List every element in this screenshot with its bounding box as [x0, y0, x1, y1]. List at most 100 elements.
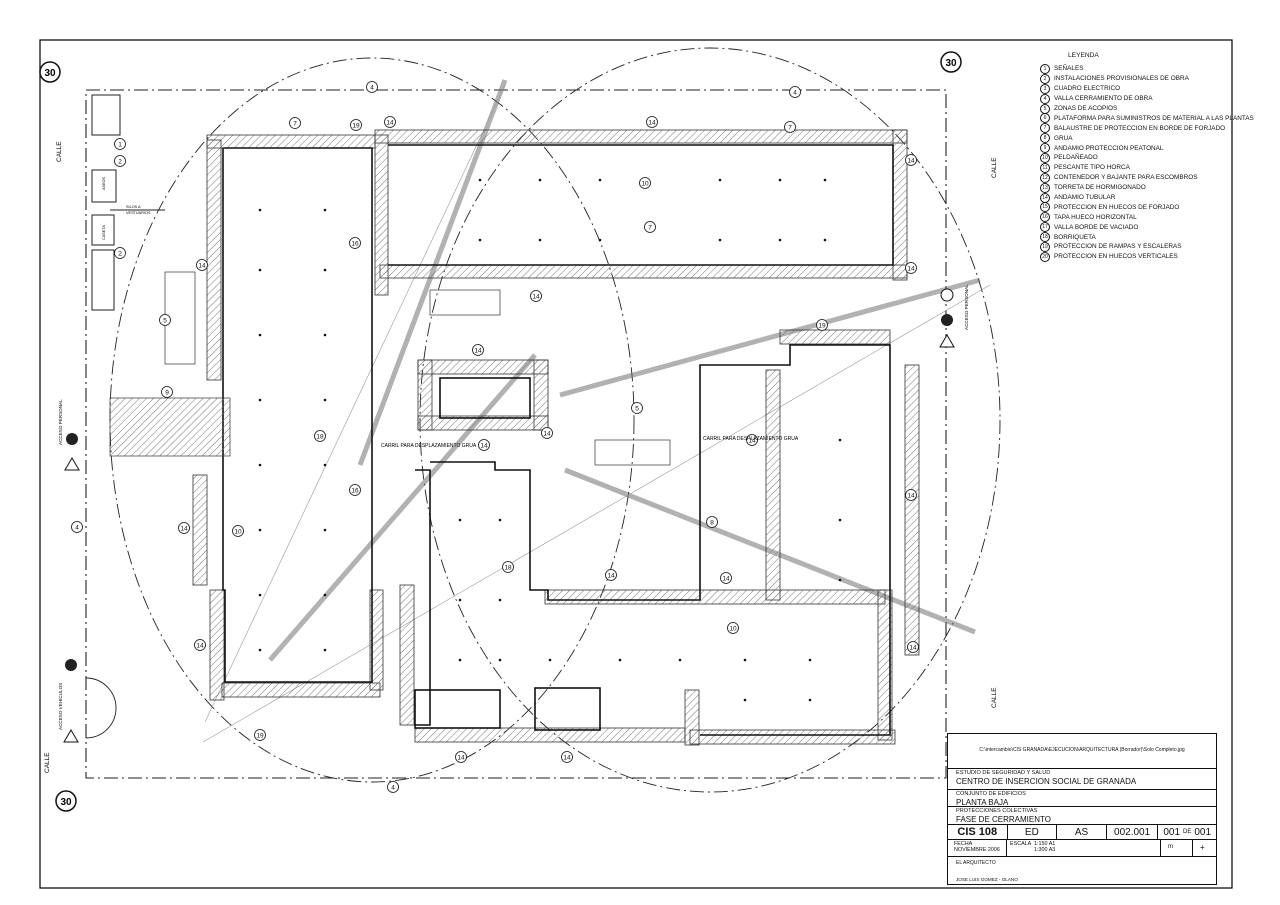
- legend-item: 14 ANDAMIO TUBULAR: [1040, 192, 1276, 203]
- escala-label: ESCALA: [1010, 841, 1032, 847]
- legend-item-label: PESCANTE TIPO HORCA: [1054, 164, 1130, 172]
- svg-text:2: 2: [118, 159, 122, 166]
- file-path: C:\intercambio\CIS GRANADA\EJECUCION\ARQ…: [979, 747, 1185, 753]
- svg-text:CARRIL PARA DESPLAZAMIENTO GRU: CARRIL PARA DESPLAZAMIENTO GRUA: [381, 443, 477, 449]
- legend-item-number: 14: [1040, 192, 1050, 203]
- doc-type: AS: [1057, 825, 1107, 839]
- street-labels: CALLE CALLE CALLE CALLE: [44, 141, 998, 773]
- legend-item-number: 2: [1040, 73, 1050, 84]
- architect-label: EL ARQUITECTO: [956, 860, 996, 866]
- callouts: 4 4 4 4 5 5 9 7 7 7 14 14 14 14 14 14 14…: [71, 81, 919, 793]
- legend-item: 10 PELDAÑEADO: [1040, 152, 1276, 163]
- svg-text:2: 2: [118, 251, 122, 258]
- legend-item-number: 20: [1040, 251, 1050, 262]
- svg-text:14: 14: [648, 120, 656, 127]
- safety-sign-icon: [63, 288, 955, 743]
- svg-text:7: 7: [648, 225, 652, 232]
- svg-text:10: 10: [234, 529, 242, 536]
- phase-name: FASE DE CERRAMIENTO: [956, 815, 1051, 824]
- legend-item-number: 11: [1040, 162, 1050, 173]
- legend-item-number: 7: [1040, 123, 1050, 134]
- svg-text:5: 5: [163, 318, 167, 325]
- svg-text:14: 14: [607, 573, 615, 580]
- legend-item-number: 13: [1040, 182, 1050, 193]
- floor-name: PLANTA BAJA: [956, 798, 1009, 807]
- study-row: ESTUDIO DE SEGURIDAD Y SALUD CENTRO DE I…: [948, 768, 1216, 786]
- discipline: ED: [1008, 825, 1058, 839]
- grid-markers: 30 30 30: [39, 51, 962, 812]
- legend-item-label: ANDAMIO TUBULAR: [1054, 194, 1116, 202]
- project-name: CENTRO DE INSERCION SOCIAL DE GRANADA: [956, 777, 1137, 786]
- legend-item-label: TAPA HUECO HORIZONTAL: [1054, 213, 1137, 221]
- column-grid-points: [258, 178, 842, 702]
- legend-title: LEYENDA: [1068, 52, 1099, 59]
- architect-name: JOSE LUIS GOMEZ - OLANO: [956, 877, 1018, 882]
- svg-text:18: 18: [504, 565, 512, 572]
- legend-item: 6 PLATAFORMA PARA SUMINISTROS DE MATERIAL…: [1040, 113, 1276, 124]
- svg-text:14: 14: [386, 120, 394, 127]
- svg-text:CALLE: CALLE: [44, 752, 51, 773]
- legend-item: 7 BALAUSTRE DE PROTECCION EN BORDE DE FOR…: [1040, 123, 1276, 134]
- legend-item-label: BORRIQUETA: [1054, 233, 1096, 241]
- legend-item-label: CONTENEDOR Y BAJANTE PARA ESCOMBROS: [1054, 174, 1198, 182]
- svg-text:ACCESO PERSONAL: ACCESO PERSONAL: [58, 399, 63, 445]
- fecha-label: FECHA: [954, 841, 973, 847]
- svg-text:14: 14: [543, 431, 551, 438]
- svg-text:4: 4: [793, 90, 797, 97]
- legend-item-label: ZONAS DE ACOPIOS: [1054, 105, 1118, 112]
- scale-a3: 1:300 A3: [1034, 847, 1056, 854]
- legend-item: 18 BORRIQUETA: [1040, 232, 1276, 243]
- svg-text:5: 5: [635, 406, 639, 413]
- set-row: CONJUNTO DE EDIFICIOS PLANTA BAJA: [948, 789, 1216, 807]
- vehicle-gate: [85, 677, 117, 739]
- legend-item-number: 18: [1040, 232, 1050, 243]
- file-path-row: C:\intercambio\CIS GRANADA\EJECUCION\ARQ…: [948, 734, 1216, 768]
- legend-item-number: 9: [1040, 143, 1050, 154]
- svg-text:4: 4: [75, 525, 79, 532]
- svg-text:10: 10: [641, 181, 649, 188]
- legend-item-number: 15: [1040, 202, 1050, 213]
- legend-item-label: BALAUSTRE DE PROTECCION EN BORDE DE FORJ…: [1054, 124, 1226, 132]
- sheet-index: 001: [1163, 826, 1181, 838]
- site-huts: [91, 94, 165, 311]
- legend-item-label: PLATAFORMA PARA SUMINISTROS DE MATERIAL …: [1054, 114, 1254, 122]
- legend-item: 12 CONTENEDOR Y BAJANTE PARA ESCOMBROS: [1040, 172, 1276, 183]
- svg-text:SILOS A: SILOS A: [126, 205, 141, 209]
- study-label: ESTUDIO DE SEGURIDAD Y SALUD: [956, 770, 1051, 776]
- legend-item-number: 10: [1040, 152, 1050, 163]
- svg-text:4: 4: [391, 785, 395, 792]
- svg-text:14: 14: [907, 493, 915, 500]
- legend-item-number: 12: [1040, 172, 1050, 183]
- legend-item-label: PELDAÑEADO: [1054, 154, 1098, 162]
- svg-text:VESTUARIOS: VESTUARIOS: [126, 211, 151, 215]
- sheet-de: DE: [1183, 829, 1192, 835]
- access-labels: ACCESO PERSONAL ACCESO PERSONAL ACCESO V…: [58, 284, 969, 730]
- svg-text:7: 7: [788, 125, 792, 132]
- svg-text:9: 9: [165, 390, 169, 397]
- stockpile-areas: [109, 271, 671, 466]
- svg-text:19: 19: [818, 323, 826, 330]
- scaffold-bands: [192, 129, 920, 746]
- sheet-count: 001 DE 001: [1158, 825, 1216, 839]
- architect-row: EL ARQUITECTO JOSE LUIS GOMEZ - OLANO: [948, 856, 1216, 886]
- legend-item-label: CUADRO ELECTRICO: [1054, 85, 1121, 93]
- legend-item-label: PROTECCION DE RAMPAS Y ESCALERAS: [1054, 243, 1182, 251]
- legend-item: 11 PESCANTE TIPO HORCA: [1040, 162, 1276, 173]
- svg-text:30: 30: [60, 797, 72, 808]
- svg-text:ACCESO PERSONAL: ACCESO PERSONAL: [964, 284, 969, 330]
- legend-item-number: 6: [1040, 113, 1050, 124]
- date-block: FECHA NOVIEMBRE 2006: [954, 841, 1000, 854]
- svg-text:ACCESO VEHICULOS: ACCESO VEHICULOS: [58, 683, 63, 730]
- svg-text:30: 30: [945, 58, 957, 69]
- sheet-number: 002.001: [1107, 825, 1159, 839]
- svg-text:14: 14: [180, 526, 188, 533]
- crane-radius-circles: [109, 47, 1001, 793]
- legend-item-label: PROTECCION EN HUECOS VERTICALES: [1054, 253, 1178, 261]
